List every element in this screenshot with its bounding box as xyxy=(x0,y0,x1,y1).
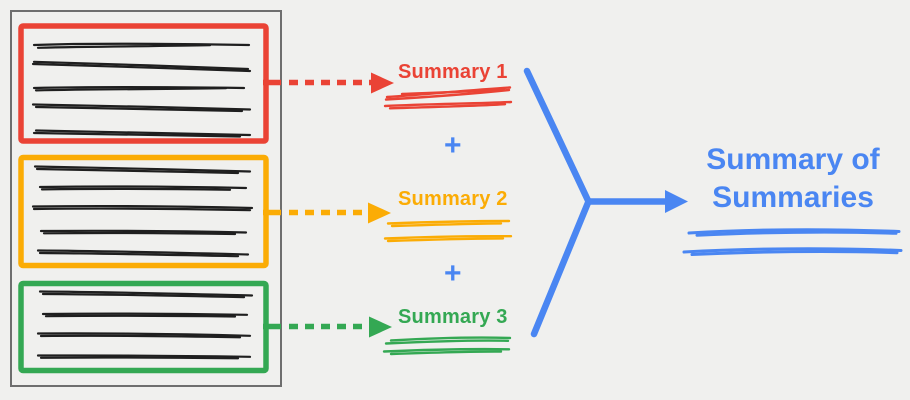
arrow-document-2-to-summary-2 xyxy=(263,202,391,224)
merge-arrow xyxy=(585,190,688,213)
merge-lines xyxy=(523,67,592,338)
arrow-document-3-to-summary-3 xyxy=(263,316,392,338)
summary-3-scribble-underline xyxy=(382,336,512,356)
summary-1-scribble-underline xyxy=(383,86,513,110)
summary-1-label: Summary 1 xyxy=(398,61,508,83)
arrow-document-1-to-summary-1 xyxy=(263,72,394,94)
result-scribble-underline xyxy=(682,228,903,256)
summary-2-label: Summary 2 xyxy=(398,188,508,210)
document-1-text-scribbles xyxy=(31,42,252,138)
document-3-text-scribbles xyxy=(36,290,254,360)
source-documents-frame xyxy=(10,10,282,387)
summary-2-scribble-underline xyxy=(383,219,513,243)
plus-operator-1: + xyxy=(444,129,462,162)
arrowhead-icon xyxy=(369,316,392,338)
arrowhead-icon xyxy=(368,202,391,224)
result-label-line-2: Summaries xyxy=(712,181,874,214)
arrowhead-icon xyxy=(665,190,688,213)
result-label: Summary of Summaries xyxy=(683,141,903,217)
document-2-text-scribbles xyxy=(31,165,254,258)
arrowhead-icon xyxy=(371,72,394,94)
result-label-line-1: Summary of xyxy=(706,143,880,176)
plus-operator-2: + xyxy=(444,257,462,290)
summary-3-label: Summary 3 xyxy=(398,306,508,328)
